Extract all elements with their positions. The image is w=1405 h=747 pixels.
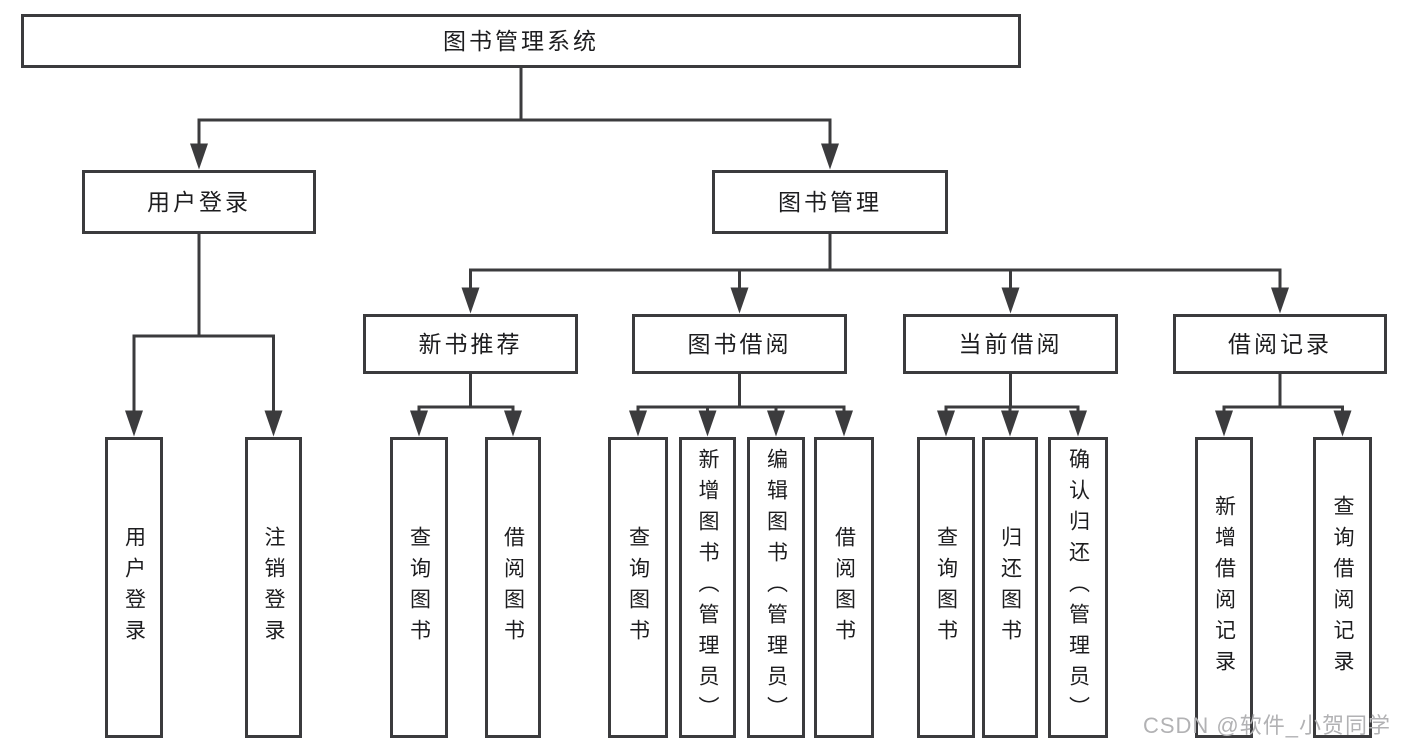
node-cb-confirm-return: 确认归还（管理员） [1048, 437, 1108, 738]
arrowhead-icon [698, 410, 717, 437]
node-cb-query-books: 查询图书 [917, 437, 975, 738]
arrowhead-icon [1069, 410, 1087, 437]
node-bb-add-books: 新增图书（管理员） [679, 437, 736, 738]
node-logout-action: 注销登录 [245, 437, 302, 738]
arrowhead-icon [767, 410, 785, 437]
arrowhead-icon [461, 287, 480, 314]
arrowhead-icon [504, 410, 522, 437]
arrowhead-icon [410, 410, 428, 437]
node-nb-borrow-books: 借阅图书 [485, 437, 541, 738]
node-current-borrow: 当前借阅 [903, 314, 1118, 374]
arrowhead-icon [264, 410, 283, 437]
node-bb-edit-books: 编辑图书（管理员） [747, 437, 805, 738]
arrowhead-icon [1271, 287, 1289, 314]
node-user-login: 用户登录 [82, 170, 316, 234]
node-bb-borrow-books: 借阅图书 [814, 437, 874, 738]
arrowhead-icon [190, 143, 208, 170]
node-nb-query-books: 查询图书 [390, 437, 448, 738]
arrowhead-icon [730, 287, 749, 314]
arrowhead-icon [125, 410, 143, 437]
node-login-action: 用户登录 [105, 437, 163, 738]
node-borrow-records: 借阅记录 [1173, 314, 1387, 374]
node-br-query-record: 查询借阅记录 [1313, 437, 1372, 738]
arrowhead-icon [629, 410, 647, 437]
arrowhead-icon [937, 410, 955, 437]
node-book-mgmt: 图书管理 [712, 170, 948, 234]
arrowhead-icon [835, 410, 853, 437]
node-bb-query-books: 查询图书 [608, 437, 668, 738]
arrowhead-icon [1333, 410, 1352, 437]
watermark-text: CSDN @软件_小贺同学 [1142, 713, 1391, 738]
node-book-borrow: 图书借阅 [632, 314, 847, 374]
node-new-books: 新书推荐 [363, 314, 578, 374]
arrowhead-icon [1001, 410, 1019, 437]
arrowhead-icon [1215, 410, 1233, 437]
arrowhead-icon [821, 143, 839, 170]
node-root: 图书管理系统 [21, 14, 1021, 68]
node-br-add-record: 新增借阅记录 [1195, 437, 1253, 738]
arrowhead-icon [1001, 287, 1020, 314]
node-cb-return-books: 归还图书 [982, 437, 1038, 738]
